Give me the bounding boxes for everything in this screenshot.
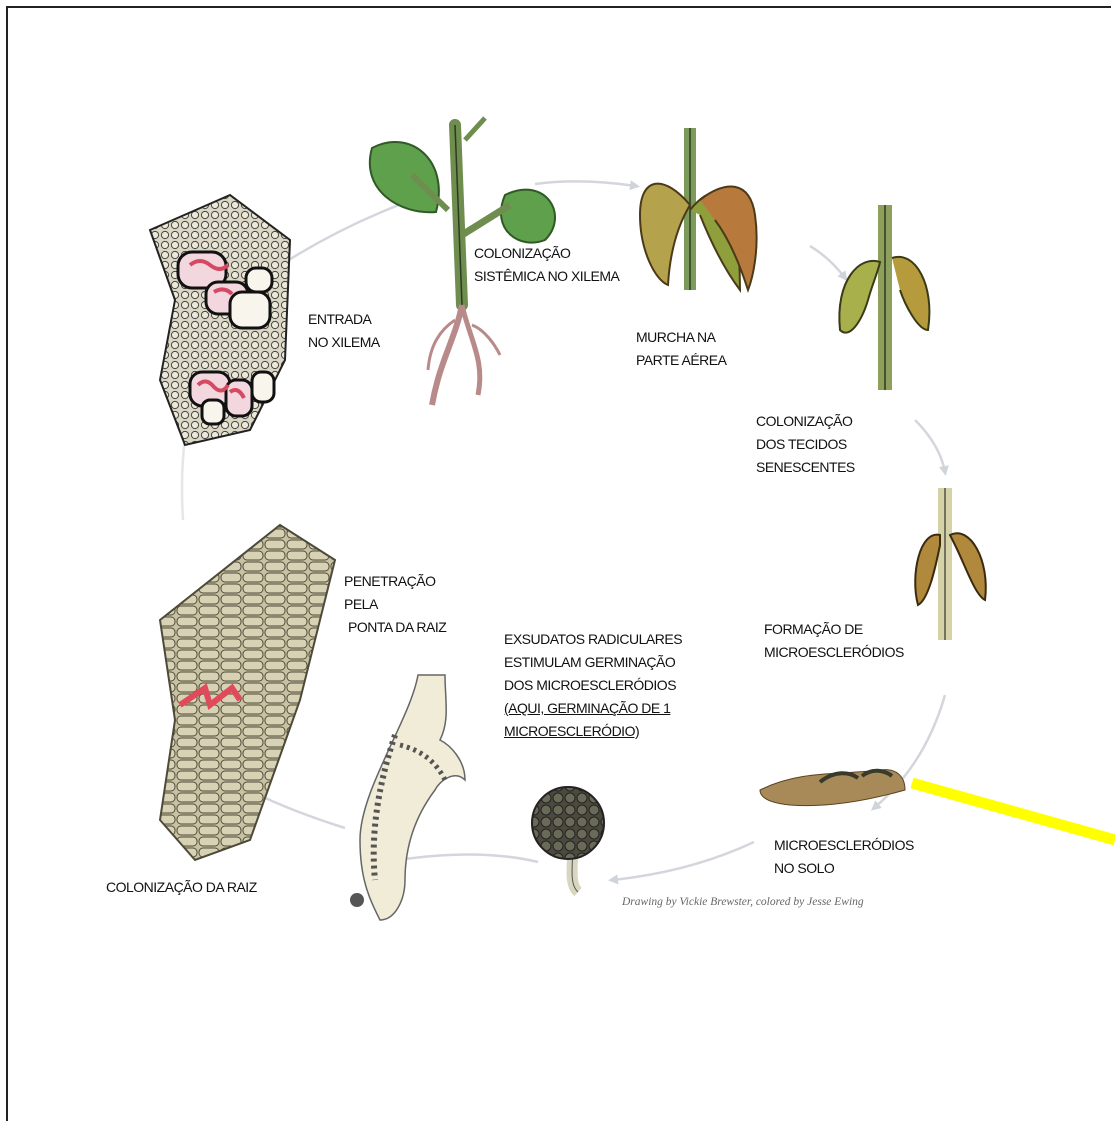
root-colonization-illustration — [160, 525, 335, 860]
label-microsclerotia-formation: FORMAÇÃO DE MICROESCLERÓDIOS — [764, 618, 904, 664]
label-root-colonization: COLONIZAÇÃO DA RAIZ — [106, 876, 257, 899]
label-germination-note: (AQUI, GERMINAÇÃO DE 1 MICROESCLERÓDIO) — [504, 697, 670, 743]
label-microsclerotia-soil: MICROESCLERÓDIOS NO SOLO — [774, 834, 914, 880]
plant-microsclerotia-formation-illustration — [915, 488, 986, 640]
xylem-cross-section-illustration — [150, 195, 290, 445]
plant-senescent-illustration — [839, 205, 929, 390]
germinating-microsclerotium-illustration — [532, 787, 604, 892]
illustration-credit: Drawing by Vickie Brewster, colored by J… — [622, 896, 864, 908]
root-tip-illustration — [350, 675, 465, 920]
plant-wilting-illustration — [640, 128, 757, 290]
label-senescent-colonization: COLONIZAÇÃO DOS TECIDOS SENESCENTES — [756, 410, 855, 479]
label-wilting: MURCHA NA PARTE AÉREA — [636, 326, 726, 372]
label-root-tip-penetration: PENETRAÇÃO PELA PONTA DA RAIZ — [344, 570, 446, 639]
label-root-exudates: EXSUDATOS RADICULARES ESTIMULAM GERMINAÇ… — [504, 628, 682, 697]
label-systemic-colonization: COLONIZAÇÃO SISTÊMICA NO XILEMA — [474, 242, 619, 288]
yellow-highlight-line — [912, 783, 1115, 840]
label-xylem-entry: ENTRADA NO XILEMA — [308, 308, 380, 354]
